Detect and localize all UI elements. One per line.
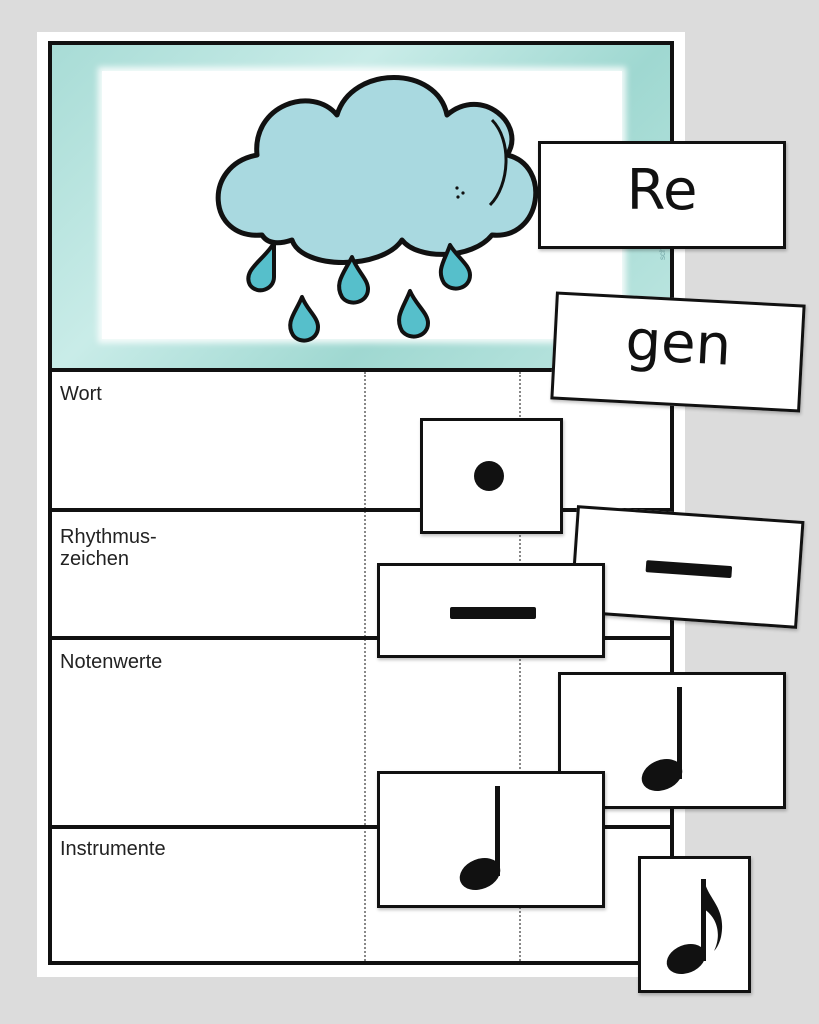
rhythm-card-dash[interactable] <box>377 563 605 658</box>
row-divider <box>52 636 670 640</box>
row-label-notenwerte: Notenwerte <box>60 651 163 673</box>
note-card-eighth[interactable] <box>638 856 751 993</box>
quarter-note-icon <box>459 786 501 890</box>
dash-symbol <box>450 607 536 619</box>
dot-symbol <box>474 461 504 491</box>
syllable-text: Re <box>626 158 698 223</box>
syllable-card-gen[interactable]: gen <box>550 291 806 413</box>
rain-cloud-icon <box>215 75 539 343</box>
syllable-card-re[interactable]: Re <box>538 141 786 249</box>
syllable-text: gen <box>624 308 733 379</box>
eighth-note-icon <box>666 879 723 974</box>
rain-drops-icon <box>246 241 472 343</box>
dash-symbol <box>645 560 733 579</box>
column-divider <box>519 372 521 961</box>
quarter-note-icon <box>641 687 683 791</box>
row-label-rhythmuszeichen: Rhythmus- zeichen <box>60 526 157 570</box>
note-card-quarter[interactable] <box>377 771 605 908</box>
row-label-wort: Wort <box>60 383 102 405</box>
row-label-instrumente: Instrumente <box>60 838 166 860</box>
rhythm-card-dot[interactable] <box>420 418 563 534</box>
column-divider <box>364 372 366 961</box>
row-divider <box>52 508 670 512</box>
row-divider <box>52 825 670 829</box>
